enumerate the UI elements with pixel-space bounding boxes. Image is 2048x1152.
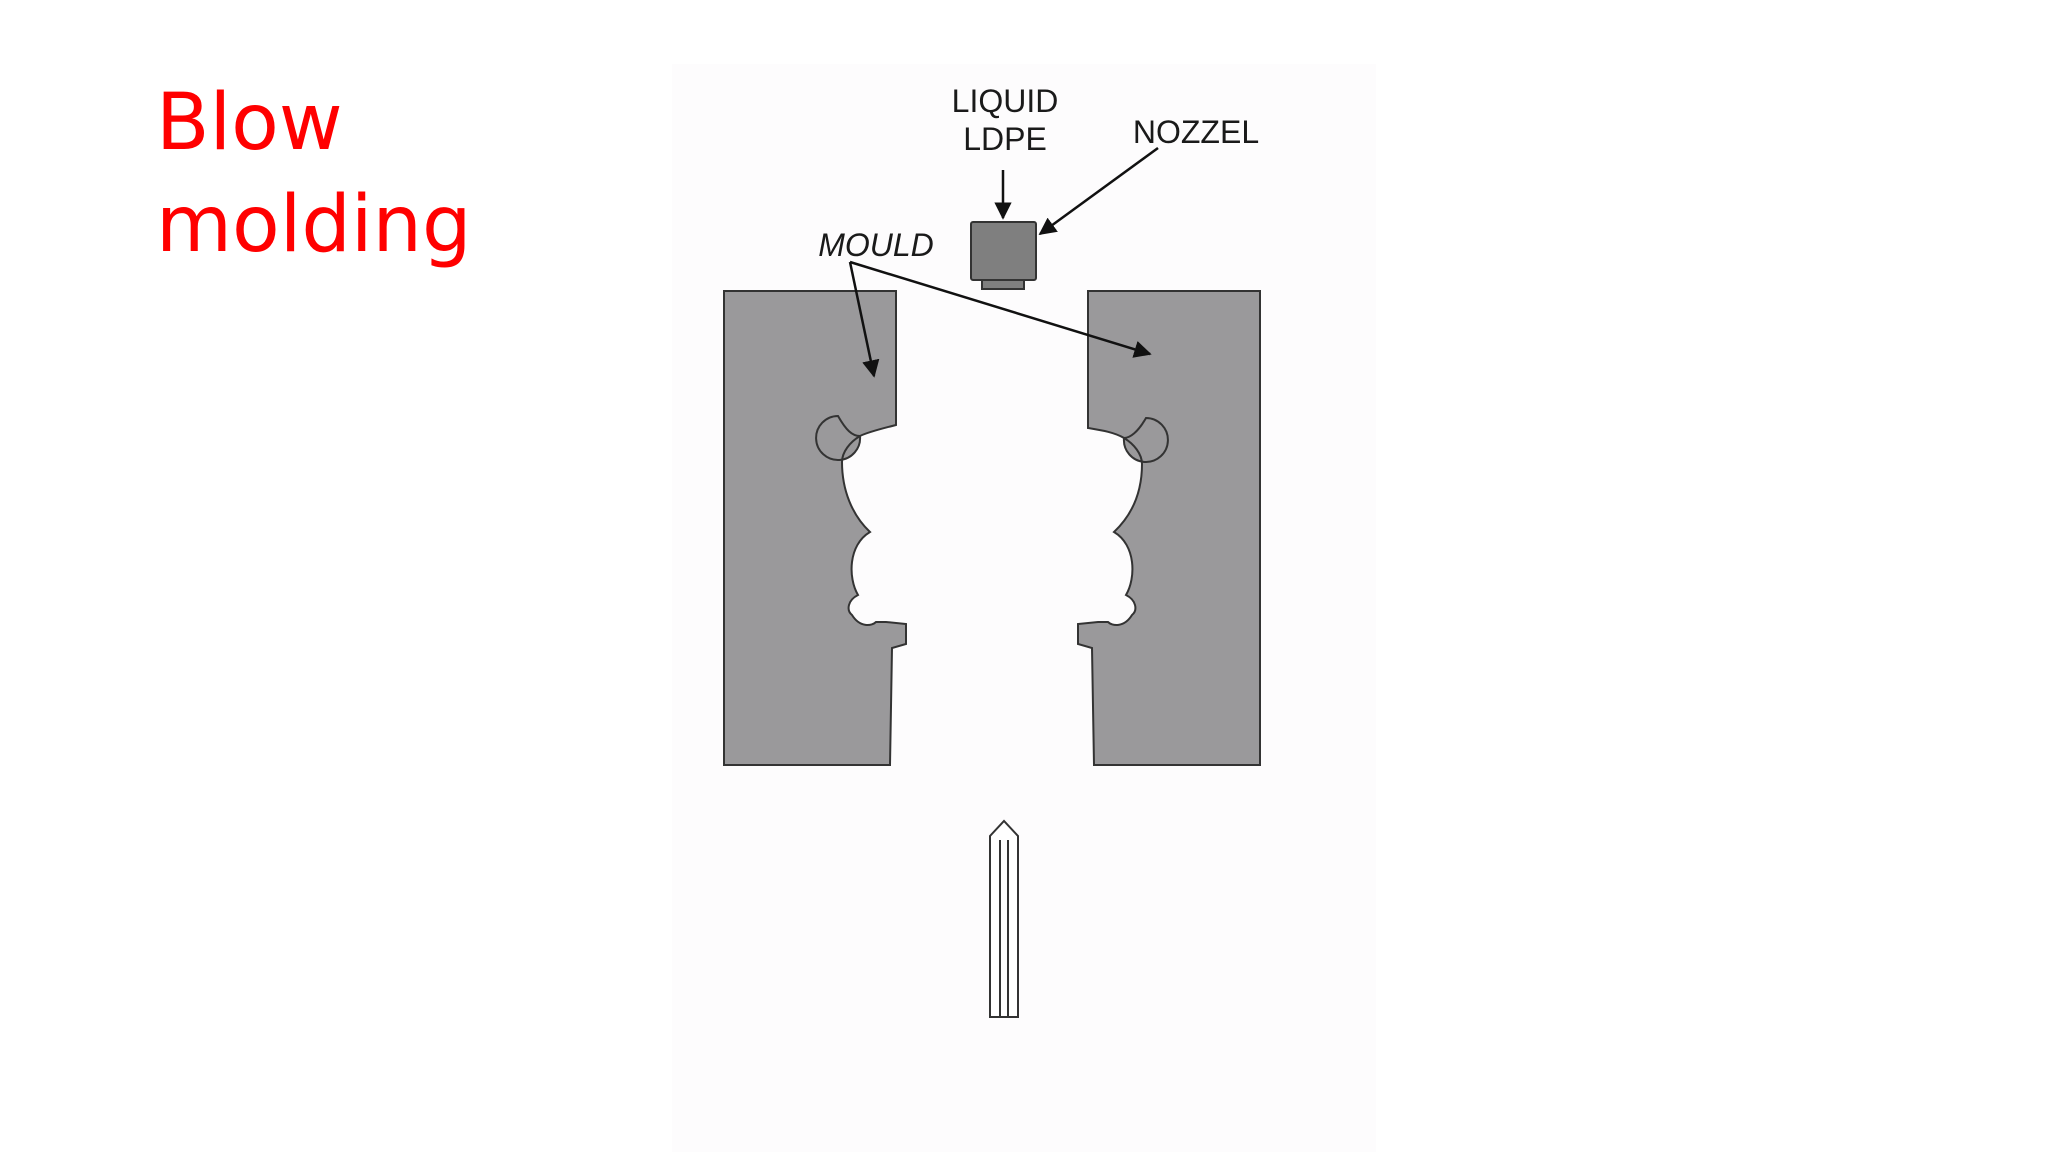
label-liquid-line-1: LIQUID [952,83,1059,119]
title-line-2: molding [156,180,472,270]
slide-title: Blow molding [156,72,472,276]
label-nozzel: NOZZEL [1133,114,1259,150]
nozzle-tip [981,279,1025,290]
title-line-1: Blow [156,78,343,168]
label-liquid-line-2: LDPE [963,121,1047,157]
blow-pin [989,819,1019,1018]
nozzle-body [970,221,1037,281]
nozzel-arrow [1038,146,1159,236]
mould-right-half [1077,290,1261,766]
mould-arrow-right [849,260,1152,358]
label-mould: MOULD [818,227,934,263]
mould-left-half [723,290,907,766]
mould-arrow-left [848,261,880,378]
